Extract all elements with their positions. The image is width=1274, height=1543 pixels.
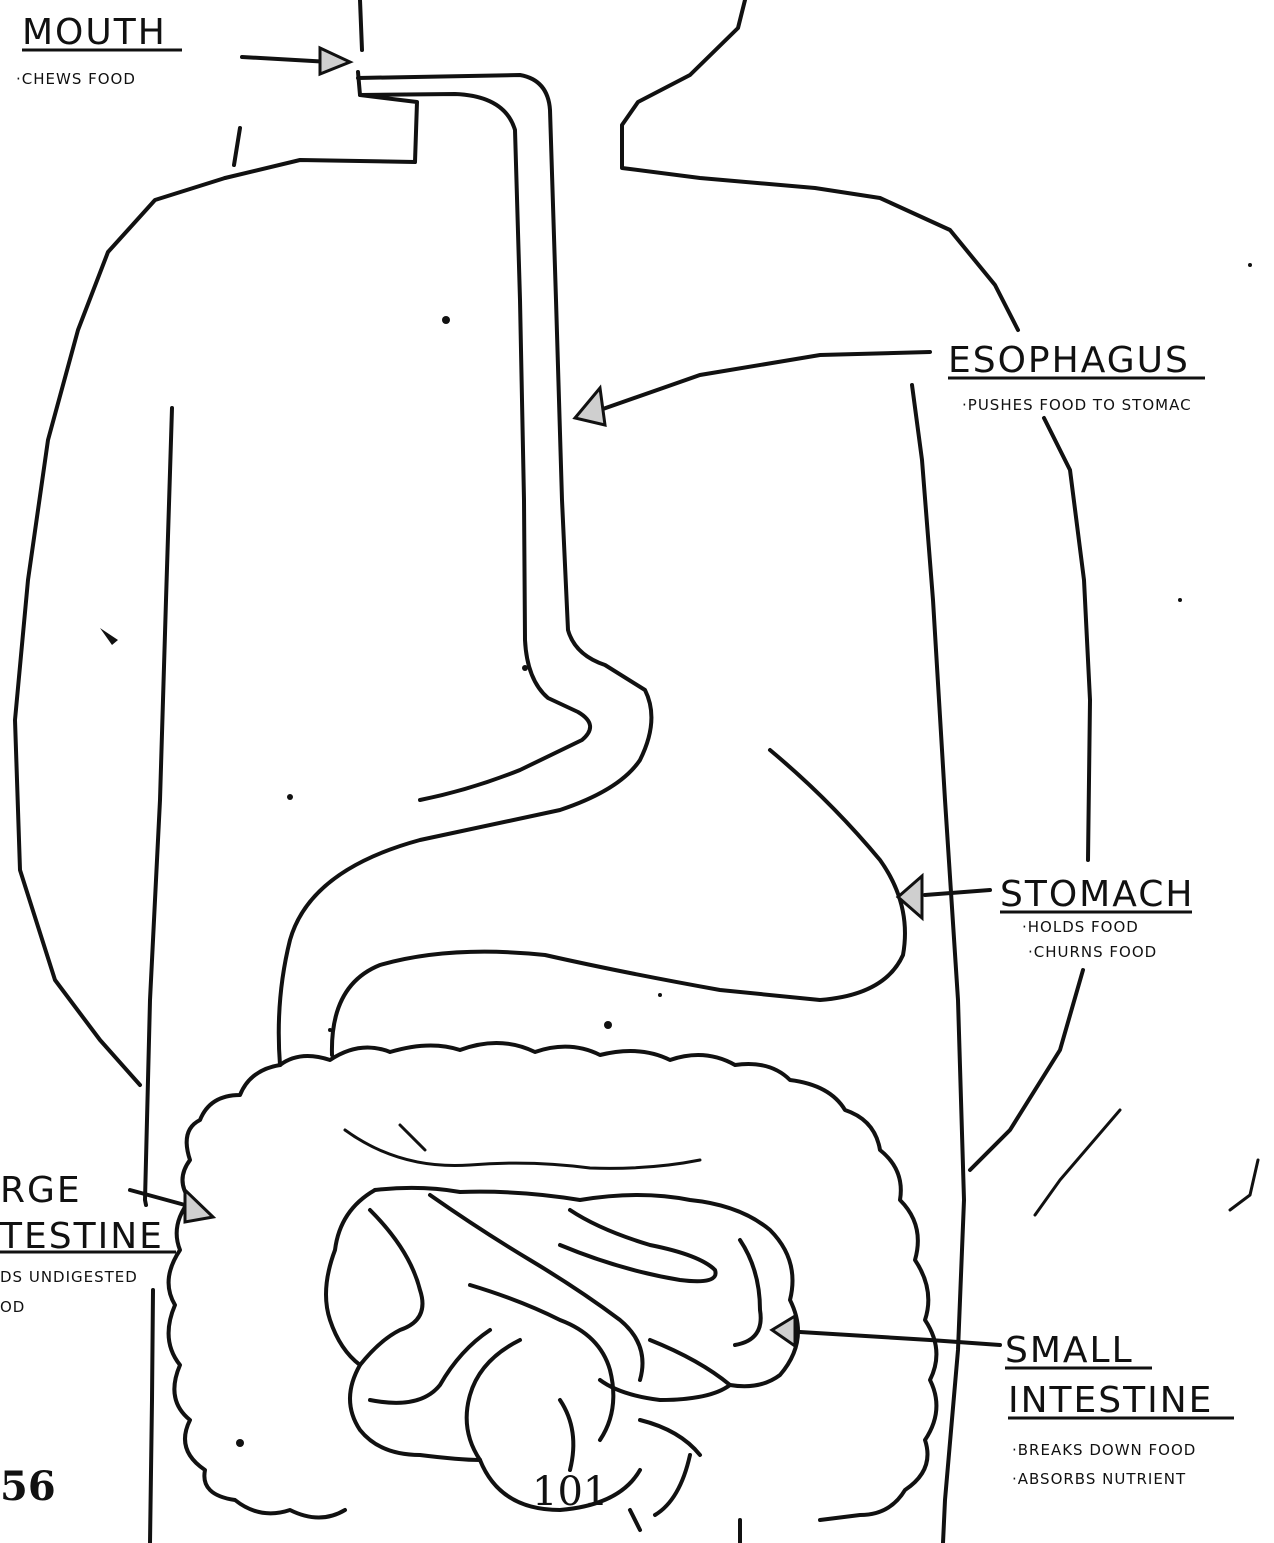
- leader-arrows: [130, 48, 1000, 1346]
- mouth-title: MOUTH: [22, 12, 167, 53]
- page-number-bottom-center: 101: [532, 1469, 608, 1515]
- stomach-note-2: ·CHURNS FOOD: [1028, 943, 1157, 961]
- esophagus-note-1: ·PUSHES FOOD TO STOMAC: [962, 396, 1192, 414]
- large-intestine-note-1: DS UNDIGESTED: [0, 1268, 138, 1286]
- label-mouth: MOUTH ·CHEWS FOOD: [16, 12, 182, 88]
- large-intestine-arrowhead: [185, 1190, 213, 1222]
- stomach-title: STOMACH: [1000, 874, 1194, 915]
- label-esophagus: ESOPHAGUS ·PUSHES FOOD TO STOMAC: [948, 340, 1205, 414]
- small-intestine: [326, 1188, 798, 1470]
- large-intestine: [169, 1043, 937, 1543]
- large-intestine-note-2: OD: [0, 1298, 25, 1316]
- label-small-intestine: SMALL INTESTINE ·BREAKS DOWN FOOD ·ABSOR…: [1005, 1330, 1234, 1488]
- esophagus-and-stomach: [279, 75, 905, 1065]
- esophagus-arrowhead: [575, 388, 605, 425]
- small-intestine-title-1: SMALL: [1005, 1330, 1134, 1371]
- body-outline: [15, 0, 1258, 1543]
- mouth-arrowhead: [320, 48, 350, 74]
- label-large-intestine: RGE TESTINE DS UNDIGESTED OD: [0, 1170, 176, 1316]
- small-intestine-note-1: ·BREAKS DOWN FOOD: [1012, 1441, 1196, 1459]
- small-intestine-title-2: INTESTINE: [1008, 1380, 1213, 1421]
- label-stomach: STOMACH ·HOLDS FOOD ·CHURNS FOOD: [1000, 874, 1194, 961]
- large-intestine-title-1: RGE: [0, 1170, 82, 1211]
- stomach-note-1: ·HOLDS FOOD: [1022, 918, 1139, 936]
- small-intestine-note-2: ·ABSORBS NUTRIENT: [1012, 1470, 1186, 1488]
- small-intestine-arrowhead: [772, 1316, 795, 1346]
- scan-specks: [100, 263, 1252, 1447]
- page-number-bottom-left: 56: [0, 1463, 56, 1510]
- mouth-note-1: ·CHEWS FOOD: [16, 70, 136, 88]
- esophagus-title: ESOPHAGUS: [948, 340, 1190, 381]
